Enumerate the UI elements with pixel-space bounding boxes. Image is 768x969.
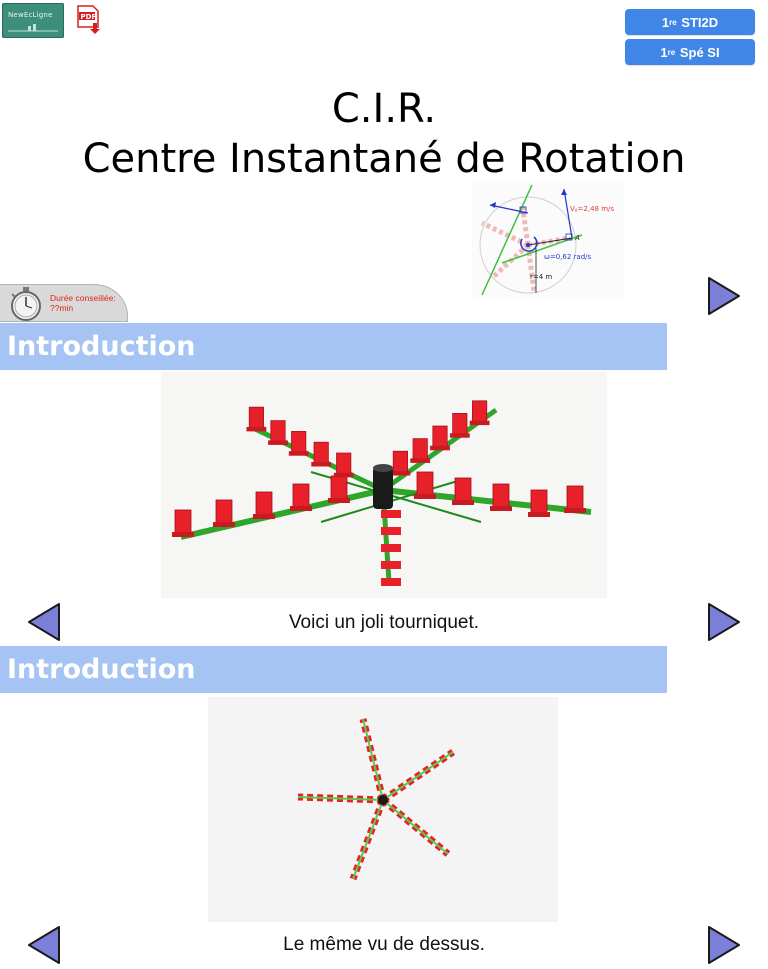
level-sup: re (669, 17, 677, 27)
logo-text: NewEcLigne (8, 11, 53, 19)
level-number: 1 (661, 14, 670, 30)
radius-label: r=4 m (530, 273, 552, 281)
omega-label: ω=0,62 rad/s (544, 253, 592, 261)
turnstile-3d-image (161, 372, 607, 598)
previous-slide-arrow[interactable] (26, 924, 62, 966)
turnstile-top-view-image (208, 697, 558, 922)
section-header-introduction: Introduction (0, 646, 667, 693)
recommended-duration-badge: Durée conseillée: ??min (0, 284, 128, 322)
logo-graphic (8, 24, 58, 32)
level-number: 1 (660, 44, 668, 60)
slide-caption: Voici un joli tourniquet. (288, 612, 480, 633)
page-title: Centre Instantané de Rotation (82, 136, 686, 182)
previous-slide-arrow[interactable] (26, 601, 62, 643)
site-logo[interactable]: NewEcLigne (2, 3, 64, 38)
duration-text: Durée conseillée: ??min (50, 293, 116, 313)
svg-text:PDF: PDF (81, 13, 97, 21)
velocity-label: VA=2,48 m/s (570, 205, 614, 213)
point-a-label: A (574, 234, 580, 242)
next-slide-arrow[interactable] (706, 924, 742, 966)
duration-value: ??min (50, 303, 74, 313)
section-header-introduction: Introduction (0, 323, 667, 370)
stopwatch-icon (11, 287, 41, 321)
level-sup: re (667, 47, 676, 57)
slide-caption: Le même vu de dessus. (283, 934, 485, 955)
cir-diagram-image: VA=2,48 m/s A ω=0,62 rad/s r=4 m (472, 183, 624, 300)
duration-label: Durée conseillée: (50, 293, 116, 303)
next-slide-arrow[interactable] (706, 601, 742, 643)
level-name: Spé SI (676, 44, 720, 60)
pdf-download-icon[interactable]: PDF (76, 5, 102, 35)
next-slide-arrow[interactable] (706, 275, 742, 317)
level-name: STI2D (677, 14, 719, 30)
page-title-acronym: C.I.R. (331, 86, 437, 132)
